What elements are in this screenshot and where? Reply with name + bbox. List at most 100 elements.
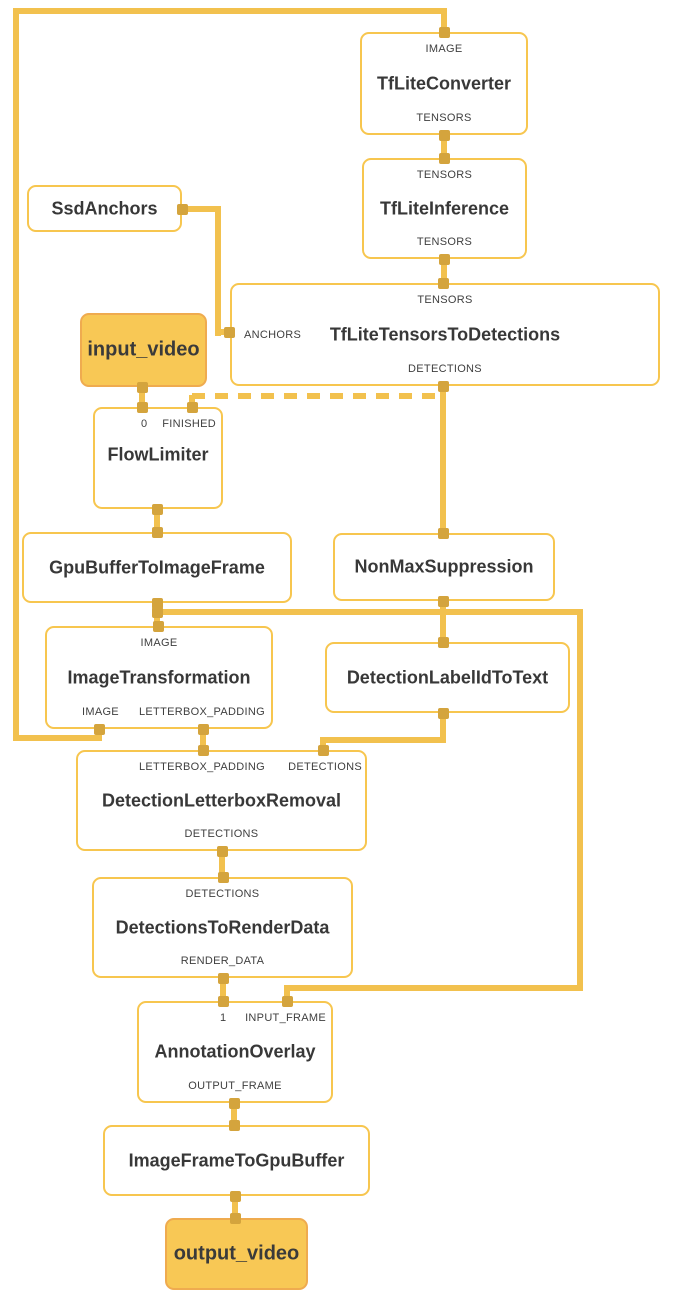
port-ssdanchors-out bbox=[177, 204, 188, 215]
node-title: DetectionsToRenderData bbox=[115, 917, 330, 937]
edge-finished-dashed bbox=[192, 393, 443, 399]
edge-imgtrans-to-converter-down bbox=[441, 10, 447, 34]
port-framebuffer-out bbox=[230, 1191, 241, 1202]
node-tflite-converter[interactable]: IMAGE TfLiteConverter TENSORS bbox=[360, 32, 528, 135]
edge-gpubuffer-to-outputvideo bbox=[232, 1196, 238, 1219]
port-overlay-inputframe-in bbox=[282, 996, 293, 1007]
port-imgtrans-image-out bbox=[94, 724, 105, 735]
port-label-letterbox-padding-in: LETTERBOX_PADDING bbox=[139, 761, 265, 773]
port-inference-tensors-out bbox=[439, 254, 450, 265]
edge-anchors-out bbox=[182, 206, 221, 212]
edge-converter-to-inference bbox=[441, 135, 447, 159]
edge-imgtrans-to-converter-top bbox=[13, 8, 447, 14]
port-label-tensors-out: TENSORS bbox=[416, 112, 472, 124]
port-label-finished-in: FINISHED bbox=[162, 418, 216, 430]
port-label-detections-out: DETECTIONS bbox=[184, 828, 259, 840]
node-title: GpuBufferToImageFrame bbox=[49, 557, 265, 577]
port-ttd-tensors-in bbox=[438, 278, 449, 289]
node-title: FlowLimiter bbox=[107, 444, 209, 465]
stream-title: input_video bbox=[87, 338, 200, 361]
edge-labeltext-left bbox=[320, 737, 446, 743]
node-ssd-anchors[interactable]: SsdAnchors bbox=[27, 185, 182, 232]
port-label-detections-in: DETECTIONS bbox=[185, 888, 260, 900]
port-imgtrans-letterbox-out bbox=[198, 724, 209, 735]
edge-renderdata-to-overlay bbox=[220, 978, 226, 1002]
port-overlay-out bbox=[229, 1098, 240, 1109]
node-title: DetectionLabelIdToText bbox=[346, 667, 549, 687]
port-label-detections-out: DETECTIONS bbox=[408, 363, 482, 375]
edge-right-trunk-left bbox=[284, 985, 583, 991]
port-ttd-anchors-in bbox=[224, 327, 235, 338]
node-title: NonMaxSuppression bbox=[354, 556, 534, 577]
port-labeltext-out bbox=[438, 708, 449, 719]
node-flow-limiter[interactable]: 0 FINISHED FlowLimiter bbox=[93, 407, 223, 509]
port-label-image-out: IMAGE bbox=[82, 706, 119, 718]
node-detection-letterbox-removal[interactable]: LETTERBOX_PADDING DETECTIONS DetectionLe… bbox=[76, 750, 367, 851]
port-label-output-frame-out: OUTPUT_FRAME bbox=[188, 1080, 282, 1092]
node-annotation-overlay[interactable]: 1 INPUT_FRAME AnnotationOverlay OUTPUT_F… bbox=[137, 1001, 333, 1103]
port-removal-letterbox-in bbox=[198, 745, 209, 756]
port-inference-tensors-in bbox=[439, 153, 450, 164]
port-label-0-in: 0 bbox=[141, 418, 148, 430]
port-inputvideo-out bbox=[137, 382, 148, 393]
port-outputvideo-in bbox=[230, 1213, 241, 1224]
port-label-anchors-in: ANCHORS bbox=[244, 328, 302, 341]
port-gpubuffer-out bbox=[152, 598, 163, 609]
edge-anchors-in bbox=[215, 329, 231, 335]
node-title: SsdAnchors bbox=[51, 198, 158, 218]
edge-right-trunk-down bbox=[577, 609, 583, 991]
port-framebuffer-in bbox=[229, 1120, 240, 1131]
port-renderdata-detections-in bbox=[218, 872, 229, 883]
node-title: TfLiteTensorsToDetections bbox=[329, 324, 561, 344]
node-title: DetectionLetterboxRemoval bbox=[101, 790, 342, 810]
edge-overlay-to-gpubuffer bbox=[231, 1103, 237, 1126]
edge-labeltext-down bbox=[440, 713, 446, 743]
port-flowlimiter-out bbox=[152, 504, 163, 515]
port-converter-image-in bbox=[439, 27, 450, 38]
node-input-video[interactable]: input_video bbox=[80, 313, 207, 387]
node-non-max-suppression[interactable]: NonMaxSuppression bbox=[333, 533, 555, 601]
node-tflite-inference[interactable]: TENSORS TfLiteInference TENSORS bbox=[362, 158, 527, 259]
node-detection-label-id-to-text[interactable]: DetectionLabelIdToText bbox=[325, 642, 570, 713]
edge-ttd-to-nms bbox=[440, 386, 446, 534]
node-tflite-tensors-to-detections[interactable]: TENSORS ANCHORS TfLiteTensorsToDetection… bbox=[230, 283, 660, 386]
node-title: AnnotationOverlay bbox=[154, 1041, 316, 1062]
edge-anchors-down bbox=[215, 206, 221, 336]
edge-finished-stub bbox=[189, 395, 195, 405]
port-label-tensors-in: TENSORS bbox=[417, 294, 473, 306]
edge-labeltext-into-removal bbox=[320, 737, 326, 751]
port-trunk-junction bbox=[152, 607, 163, 618]
port-gpubuffer-in bbox=[152, 527, 163, 538]
port-label-image-in: IMAGE bbox=[140, 637, 178, 649]
edge-gpubuffer-right-trunk bbox=[154, 609, 583, 615]
node-image-frame-to-gpu-buffer[interactable]: ImageFrameToGpuBuffer bbox=[103, 1125, 370, 1196]
port-label-input-frame-in: INPUT_FRAME bbox=[245, 1012, 326, 1024]
port-renderdata-out bbox=[218, 973, 229, 984]
port-label-letterbox-padding-out: LETTERBOX_PADDING bbox=[139, 706, 265, 718]
port-labeltext-in bbox=[438, 637, 449, 648]
port-ttd-detections-out bbox=[438, 381, 449, 392]
port-removal-detections-out bbox=[217, 846, 228, 857]
port-label-detections-in: DETECTIONS bbox=[288, 761, 362, 773]
port-nms-in bbox=[438, 528, 449, 539]
node-gpu-buffer-to-image-frame[interactable]: GpuBufferToImageFrame bbox=[22, 532, 292, 603]
edge-flowlimiter-to-gpubuffer bbox=[154, 509, 160, 533]
port-label-render-data-out: RENDER_DATA bbox=[180, 955, 265, 967]
port-converter-tensors-out bbox=[439, 130, 450, 141]
node-output-video[interactable]: output_video bbox=[165, 1218, 308, 1290]
port-label-1-in: 1 bbox=[220, 1012, 227, 1024]
edge-imgtrans-to-converter-up bbox=[13, 8, 19, 741]
port-flowlimiter-0-in bbox=[137, 402, 148, 413]
edge-imgtrans-to-converter-left bbox=[13, 735, 99, 741]
edge-removal-to-renderdata bbox=[219, 851, 225, 878]
edge-inputvideo-to-flowlimiter bbox=[139, 387, 145, 408]
node-detections-to-render-data[interactable]: DETECTIONS DetectionsToRenderData RENDER… bbox=[92, 877, 353, 978]
node-title: ImageTransformation bbox=[67, 667, 251, 687]
node-image-transformation[interactable]: IMAGE ImageTransformation IMAGE LETTERBO… bbox=[45, 626, 273, 729]
port-label-tensors-out: TENSORS bbox=[416, 236, 473, 248]
port-imgtrans-image-in bbox=[153, 621, 164, 632]
edge-letterboxpadding bbox=[200, 729, 206, 751]
node-title: ImageFrameToGpuBuffer bbox=[128, 1150, 345, 1170]
port-overlay-1-in bbox=[218, 996, 229, 1007]
stream-title: output_video bbox=[173, 1242, 300, 1265]
